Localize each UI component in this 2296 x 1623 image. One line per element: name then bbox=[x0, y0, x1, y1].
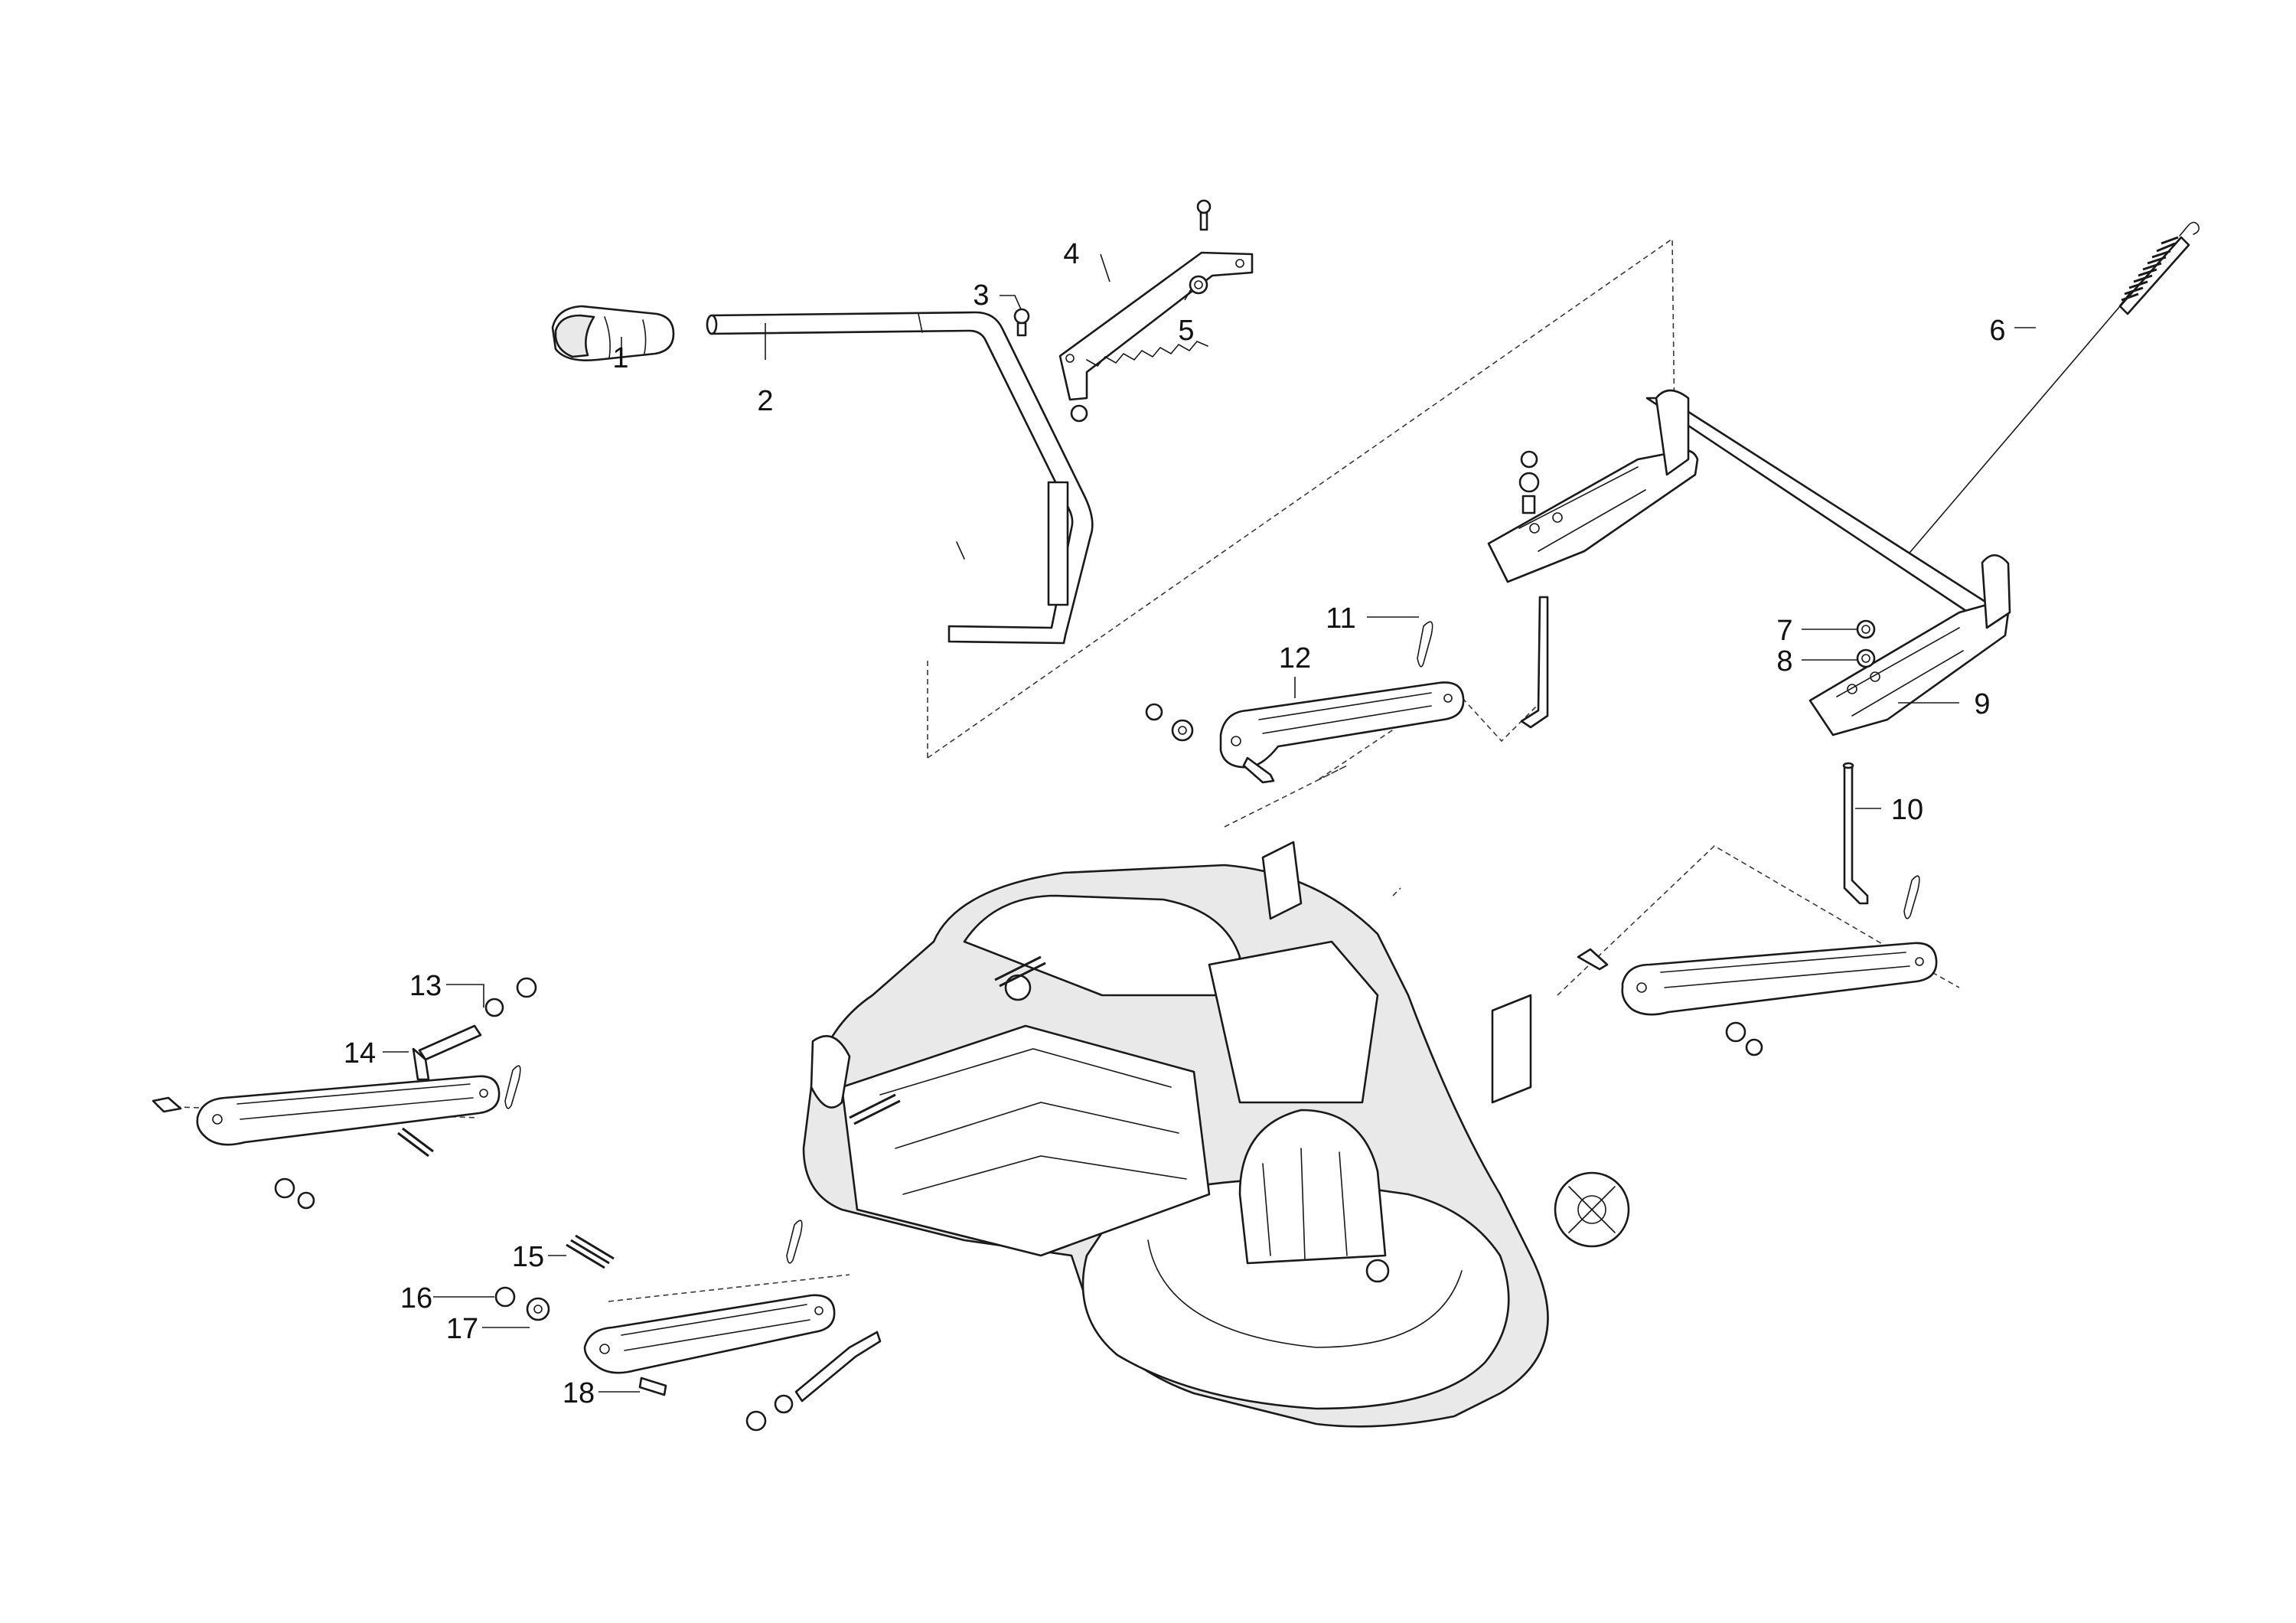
link-rod-14 bbox=[412, 1024, 482, 1081]
hairpin-11 bbox=[1417, 621, 1433, 668]
nuts-13 bbox=[484, 977, 537, 1017]
leader-lines bbox=[383, 253, 2036, 1393]
lift-arm-lower-front bbox=[583, 1220, 836, 1374]
callout-7: 7 bbox=[1776, 615, 1792, 647]
washer-8 bbox=[1856, 648, 1876, 668]
handle-grip bbox=[551, 305, 675, 361]
callout-13: 13 bbox=[409, 970, 442, 1002]
mower-deck bbox=[802, 841, 1630, 1428]
callout-1: 1 bbox=[612, 342, 628, 374]
extension-spring bbox=[1896, 221, 2200, 563]
nut-16 bbox=[494, 1286, 516, 1308]
callout-15: 15 bbox=[512, 1241, 544, 1273]
rear-lift-bracket bbox=[1808, 554, 2011, 736]
notched-quadrant-plate bbox=[1058, 199, 1254, 423]
callout-17: 17 bbox=[446, 1313, 478, 1345]
callout-12: 12 bbox=[1279, 642, 1311, 674]
callout-16: 16 bbox=[400, 1282, 432, 1314]
nut-washer-12 bbox=[1145, 703, 1194, 742]
link-rod-10 bbox=[1842, 762, 1869, 905]
callout-2: 2 bbox=[757, 385, 773, 417]
callout-5: 5 bbox=[1178, 315, 1194, 347]
link-rod-front bbox=[745, 1331, 882, 1432]
bolt-3 bbox=[1013, 308, 1030, 337]
lift-arm-lower-right bbox=[1577, 875, 1938, 1056]
callout-14: 14 bbox=[344, 1037, 376, 1069]
callout-10: 10 bbox=[1891, 794, 1923, 826]
spring-15 bbox=[566, 1234, 615, 1269]
callout-3: 3 bbox=[973, 279, 989, 312]
callout-18: 18 bbox=[563, 1377, 595, 1409]
bolt-18 bbox=[638, 1376, 667, 1396]
link-rod-upper bbox=[1520, 596, 1549, 729]
washer-17 bbox=[526, 1297, 550, 1321]
callout-11: 11 bbox=[1326, 603, 1355, 635]
lift-arm-lower-left bbox=[152, 1065, 521, 1210]
lift-handle-bar bbox=[706, 311, 1094, 645]
lift-arm-assembly-upper bbox=[1487, 389, 2004, 623]
nut-7 bbox=[1856, 619, 1876, 639]
callout-8: 8 bbox=[1776, 645, 1792, 678]
callout-labels: 1 2 3 4 5 6 7 8 9 10 11 12 13 14 15 16 1… bbox=[344, 238, 2006, 1409]
lift-arm-12 bbox=[1219, 681, 1465, 784]
callout-9: 9 bbox=[1974, 688, 1990, 720]
callout-4: 4 bbox=[1063, 238, 1079, 270]
nut-5 bbox=[1189, 275, 1208, 295]
callout-6: 6 bbox=[1989, 315, 2005, 347]
